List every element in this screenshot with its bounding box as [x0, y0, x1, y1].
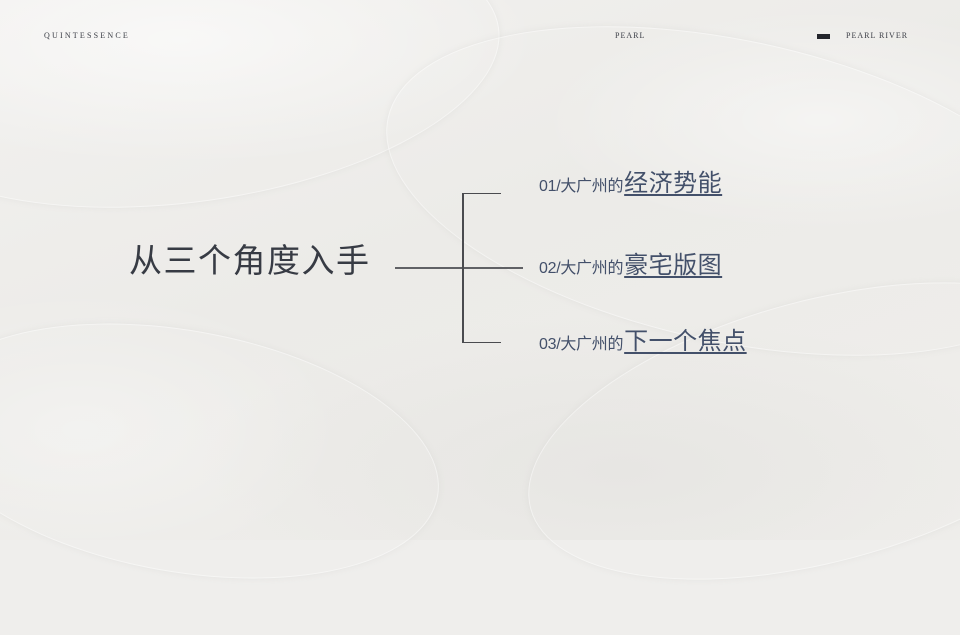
connector-vertical-bracket — [462, 193, 464, 343]
item-prefix: 02/大广州的 — [539, 260, 624, 277]
connector-horizontal-main — [395, 267, 523, 269]
bar-marker-icon — [817, 34, 830, 39]
ripple-decoration — [0, 286, 460, 616]
item-topic-link[interactable]: 经济势能 — [624, 169, 723, 197]
brand-label: QUINTESSENCE — [44, 31, 130, 40]
item-prefix: 01/大广州的 — [539, 178, 624, 195]
main-title: 从三个角度入手 — [129, 241, 371, 280]
item-topic-link[interactable]: 豪宅版图 — [624, 251, 723, 279]
pearl-river-label: PEARL RIVER — [846, 31, 909, 40]
connector-branch-bottom — [462, 342, 501, 344]
outline-item-2[interactable]: 02/大广州的豪宅版图 — [539, 245, 722, 280]
outline-item-1[interactable]: 01/大广州的经济势能 — [539, 163, 722, 198]
item-topic-link[interactable]: 下一个焦点 — [624, 327, 747, 355]
connector-branch-top — [462, 193, 501, 195]
item-prefix: 03/大广州的 — [539, 336, 624, 353]
outline-item-3[interactable]: 03/大广州的下一个焦点 — [539, 321, 747, 356]
pearl-label: PEARL — [615, 31, 646, 40]
